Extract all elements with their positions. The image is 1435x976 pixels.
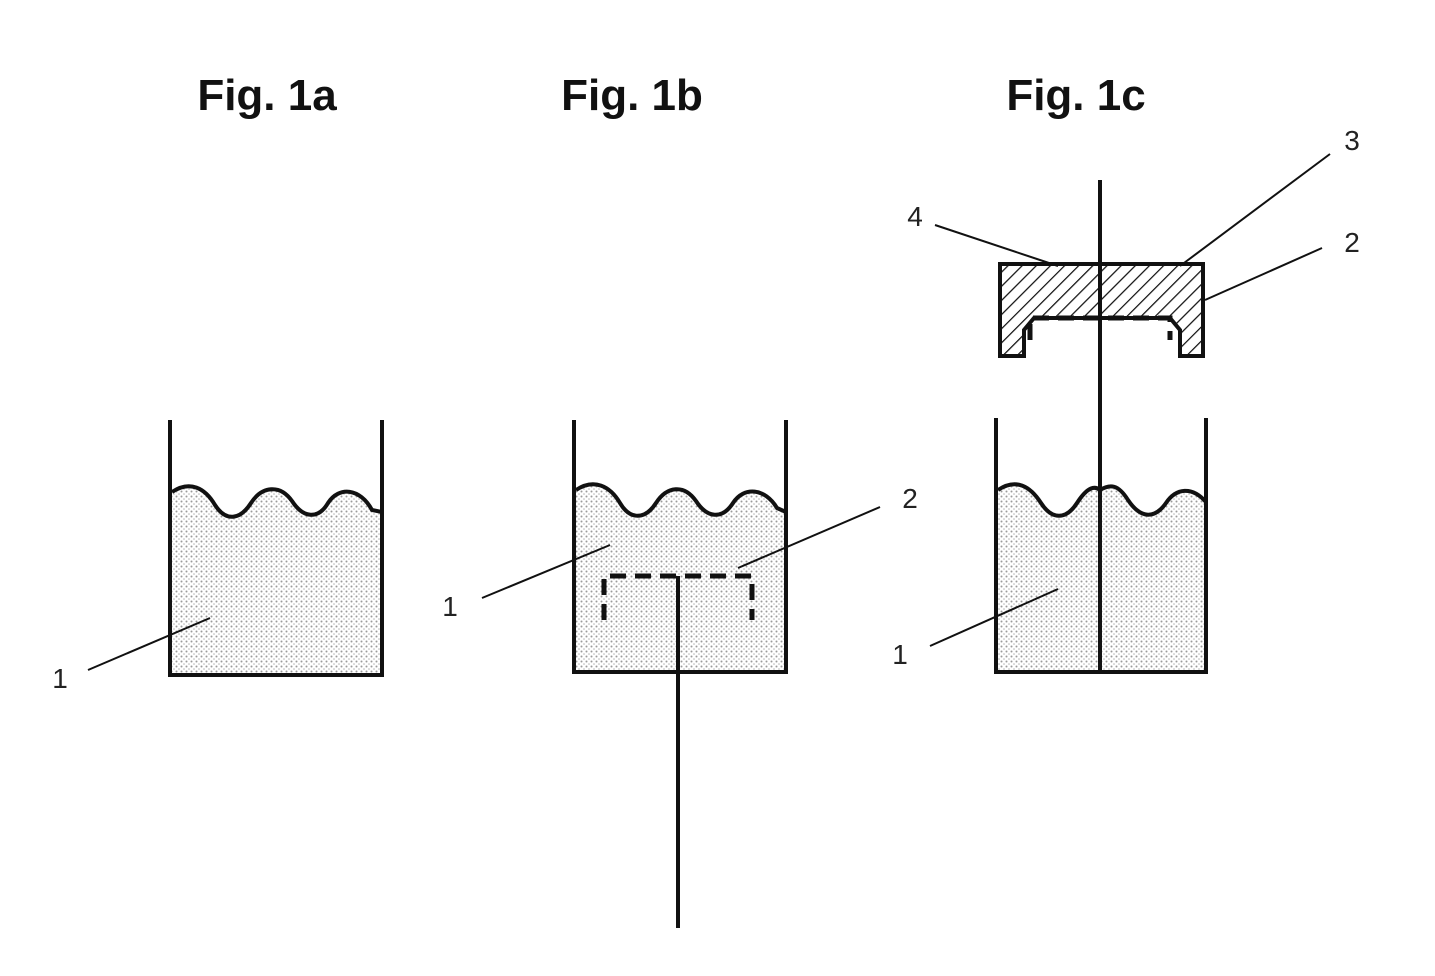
figure-1b: Fig. 1b 1 2 — [442, 71, 918, 928]
figure-1c-title: Fig. 1c — [1006, 71, 1145, 120]
leader-line-4 — [935, 225, 1058, 266]
leader-line-2 — [1205, 248, 1322, 300]
reference-numeral-2: 2 — [902, 483, 918, 514]
liquid-fill — [172, 486, 382, 674]
reference-numeral-3: 3 — [1344, 125, 1360, 156]
reference-numeral-2: 2 — [1344, 227, 1360, 258]
figure-1a: Fig. 1a 1 — [52, 71, 382, 694]
reference-numeral-1: 1 — [52, 663, 68, 694]
liquid-fill — [576, 484, 786, 672]
figure-1b-title: Fig. 1b — [561, 71, 703, 120]
reference-numeral-1: 1 — [892, 639, 908, 670]
figure-1c: Fig. 1c 1 2 3 4 — [892, 71, 1360, 672]
reference-numeral-4: 4 — [907, 201, 923, 232]
reference-numeral-1: 1 — [442, 591, 458, 622]
leader-line-3 — [1180, 154, 1330, 266]
figure-1a-title: Fig. 1a — [197, 71, 337, 120]
